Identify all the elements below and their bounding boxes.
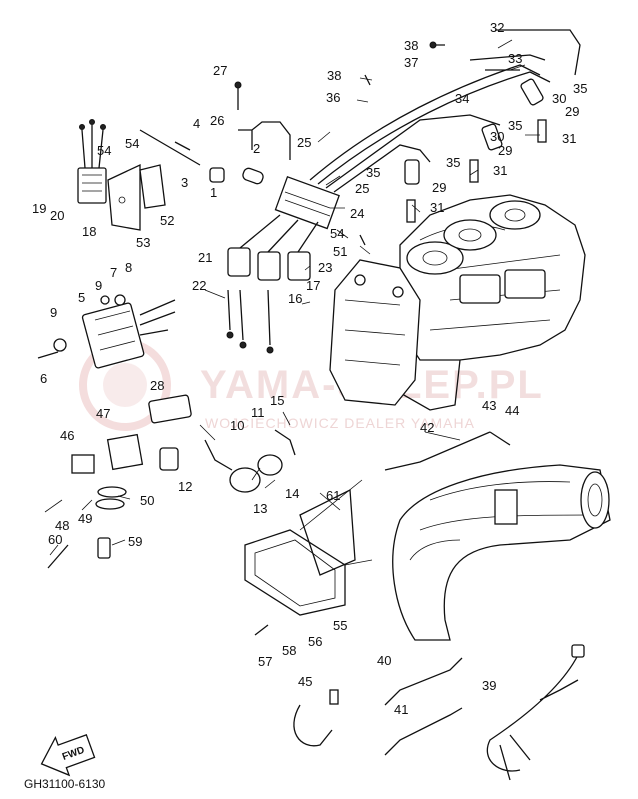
- part-number-25b: 25: [355, 181, 369, 196]
- part-number-43: 43: [482, 398, 496, 413]
- part-number-60: 60: [48, 532, 62, 547]
- fwd-arrow: FWD: [40, 733, 96, 777]
- part-number-28: 28: [150, 378, 164, 393]
- part-number-26: 26: [210, 113, 224, 128]
- part-number-41: 41: [394, 702, 408, 717]
- bracket: [107, 163, 166, 231]
- drawing-code: GH31100-6130: [24, 777, 105, 791]
- part-number-31a: 31: [562, 131, 576, 146]
- part-number-38b: 38: [327, 68, 341, 83]
- part-number-3: 3: [181, 175, 188, 190]
- ignition-coils: [226, 175, 340, 354]
- part-number-53: 53: [136, 235, 150, 250]
- part-number-16: 16: [288, 291, 302, 306]
- part-number-20: 20: [50, 208, 64, 223]
- part-number-32: 32: [490, 20, 504, 35]
- part-number-52: 52: [160, 213, 174, 228]
- part-number-12: 12: [178, 479, 192, 494]
- part-number-37: 37: [404, 55, 418, 70]
- part-number-6: 6: [40, 371, 47, 386]
- part-number-10: 10: [230, 418, 244, 433]
- watermark-subtext: WOJCIECHOWICZ DEALER YAMAHA: [205, 415, 475, 431]
- part-number-31c: 31: [430, 200, 444, 215]
- part-number-57: 57: [258, 654, 272, 669]
- electrical-box: [329, 259, 421, 406]
- rectifier-unit: [81, 299, 176, 369]
- part-number-15: 15: [270, 393, 284, 408]
- part-number-35a: 35: [573, 81, 587, 96]
- part-number-59: 59: [128, 534, 142, 549]
- part-number-1: 1: [210, 185, 217, 200]
- part-number-13: 13: [253, 501, 267, 516]
- part-number-4: 4: [193, 116, 200, 131]
- plug-wires: [309, 29, 581, 193]
- part-number-30a: 30: [490, 129, 504, 144]
- part-number-5: 5: [78, 290, 85, 305]
- engine-block: [394, 194, 586, 411]
- part-number-34: 34: [455, 91, 469, 106]
- module-unit: [77, 119, 107, 204]
- part-number-35b: 35: [508, 118, 522, 133]
- part-number-38a: 38: [404, 38, 418, 53]
- part-number-29b: 29: [432, 180, 446, 195]
- part-number-47: 47: [96, 406, 110, 421]
- part-number-23: 23: [318, 260, 332, 275]
- part-number-33: 33: [508, 51, 522, 66]
- coil-bracket: [238, 121, 291, 160]
- electrical-cover: [244, 479, 373, 616]
- part-number-50: 50: [140, 493, 154, 508]
- part-number-45: 45: [298, 674, 312, 689]
- part-number-27: 27: [213, 63, 227, 78]
- part-number-9a: 9: [95, 278, 102, 293]
- part-number-55: 55: [333, 618, 347, 633]
- part-number-14: 14: [285, 486, 299, 501]
- part-number-56: 56: [308, 634, 322, 649]
- part-number-54c: 54: [330, 226, 344, 241]
- part-number-48: 48: [55, 518, 69, 533]
- part-labels: 1 2 3 4 5 6 7 8 9 9 10 11 12 13 14 15 16…: [32, 20, 587, 717]
- part-number-9b: 9: [50, 305, 57, 320]
- part-number-49: 49: [78, 511, 92, 526]
- wire-harness: [486, 644, 585, 781]
- part-number-31b: 31: [493, 163, 507, 178]
- part-number-25a: 25: [297, 135, 311, 150]
- part-number-35c: 35: [446, 155, 460, 170]
- part-number-2: 2: [253, 141, 260, 156]
- bolts: [234, 41, 445, 636]
- part-number-17: 17: [306, 278, 320, 293]
- part-number-21: 21: [198, 250, 212, 265]
- part-number-51: 51: [333, 244, 347, 259]
- part-number-30b: 30: [552, 91, 566, 106]
- part-number-7: 7: [110, 265, 117, 280]
- exhaust-pipe: [392, 464, 611, 641]
- plug-caps: [404, 78, 544, 185]
- part-number-22: 22: [192, 278, 206, 293]
- part-number-58: 58: [282, 643, 296, 658]
- part-number-42: 42: [420, 420, 434, 435]
- part-number-44: 44: [505, 403, 519, 418]
- leader-lines: [44, 39, 540, 556]
- part-number-46: 46: [60, 428, 74, 443]
- part-number-8: 8: [125, 260, 132, 275]
- part-number-29c: 29: [565, 104, 579, 119]
- part-number-36: 36: [326, 90, 340, 105]
- small-components: [37, 129, 511, 569]
- part-number-61: 61: [326, 488, 340, 503]
- part-number-19: 19: [32, 201, 46, 216]
- part-number-35d: 35: [366, 165, 380, 180]
- part-number-11: 11: [251, 405, 265, 420]
- part-number-54a: 54: [125, 136, 139, 151]
- part-number-39: 39: [482, 678, 496, 693]
- part-number-40: 40: [377, 653, 391, 668]
- part-number-24: 24: [350, 206, 364, 221]
- spark-plugs: [406, 119, 547, 223]
- cables: [293, 657, 463, 756]
- part-number-18: 18: [82, 224, 96, 239]
- part-number-54b: 54: [97, 143, 111, 158]
- part-number-29a: 29: [498, 143, 512, 158]
